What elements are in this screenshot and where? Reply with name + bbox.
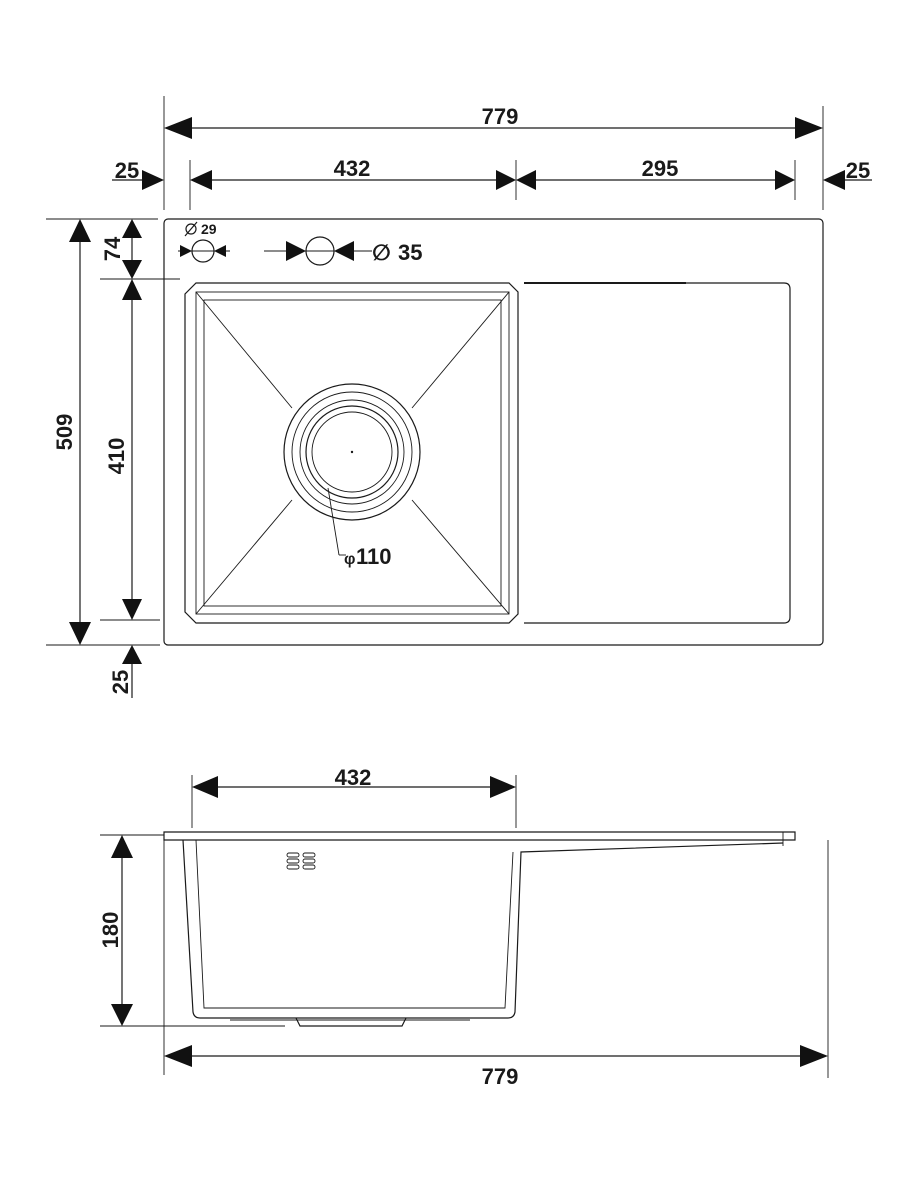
sink-outline [163, 218, 824, 646]
dimension-bowl-depth: 410 [104, 279, 142, 620]
label-left-margin: 25 [115, 158, 139, 183]
label-bowl-depth: 410 [104, 438, 129, 475]
side-view: 432 180 779 [98, 765, 829, 1089]
dimension-side-depth: 180 [98, 835, 133, 1026]
label-overall-depth: 509 [52, 414, 77, 451]
drain: φ 110 [283, 383, 421, 569]
dimension-right-margin: 25 [823, 158, 872, 190]
label-top-margin: 74 [100, 236, 125, 261]
label-tap-hole-large-symbol: ∅ [372, 240, 391, 265]
dimension-side-overall-width: 779 [164, 1045, 828, 1089]
label-bowl-width: 432 [334, 156, 371, 181]
sink-profile [163, 831, 796, 1027]
dimension-top-margin: 74 [100, 219, 142, 279]
top-view: 779 25 432 295 25 [46, 96, 872, 698]
dimension-bottom-margin: 25 [108, 645, 142, 698]
dimension-side-bowl-width: 432 [192, 765, 516, 798]
label-side-depth: 180 [98, 912, 123, 949]
dimension-overall-width: 779 [164, 104, 823, 139]
label-side-bowl-width: 432 [335, 765, 372, 790]
label-tap-hole-large: 35 [398, 240, 422, 265]
dimension-bowl-width: 432 [190, 156, 516, 190]
label-drain-diameter: 110 [356, 544, 392, 569]
label-tap-hole-small: 29 [201, 221, 217, 237]
label-side-overall-width: 779 [482, 1064, 519, 1089]
dimension-left-margin: 25 [112, 158, 164, 190]
dimension-drainboard-width: 295 [516, 156, 795, 190]
label-overall-width: 779 [482, 104, 519, 129]
label-right-margin: 25 [846, 158, 870, 183]
label-drain-symbol: φ [344, 551, 355, 568]
overflow-icon [286, 852, 316, 870]
drainboard [524, 282, 791, 624]
diameter-icon [184, 221, 198, 237]
dimension-overall-depth: 509 [52, 219, 91, 645]
tap-hole-large: ∅ 35 [264, 236, 422, 266]
bowl-outline [184, 282, 519, 624]
label-drainboard-width: 295 [642, 156, 679, 181]
label-bottom-margin: 25 [108, 670, 133, 694]
tap-hole-small: 29 [178, 221, 230, 263]
